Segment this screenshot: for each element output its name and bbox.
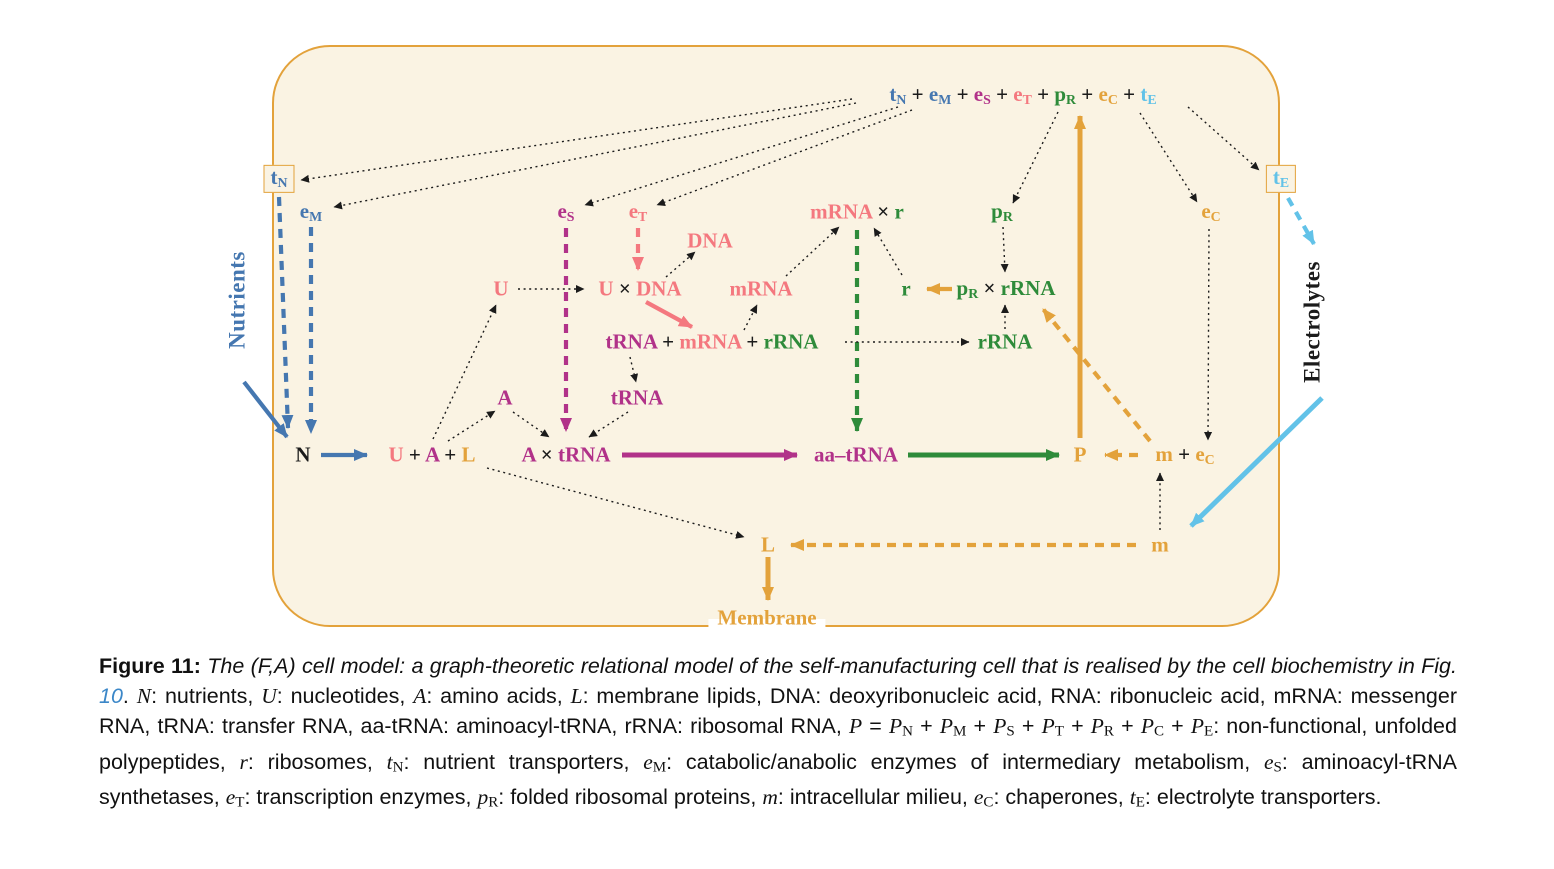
membrane-label: Membrane bbox=[708, 606, 826, 630]
link-pool-to-u bbox=[432, 304, 497, 440]
node-l: L bbox=[760, 532, 776, 557]
node-ec: eC bbox=[1201, 198, 1221, 224]
protein-sum-equation: tN + eM + eS + eT + pR + eC + tE bbox=[889, 81, 1157, 107]
arrow-mec-to-prxrrna bbox=[1041, 307, 1152, 443]
node-m-ec: m + eC bbox=[1155, 441, 1215, 467]
node-mrna: mRNA bbox=[729, 276, 793, 301]
arrow-nutrients-to-n bbox=[242, 380, 289, 439]
node-a: A bbox=[497, 385, 513, 410]
link-trna-to-axtrna bbox=[588, 411, 629, 438]
link-rna-products-to-trna bbox=[629, 356, 639, 383]
node-pr: pR bbox=[991, 198, 1013, 224]
link-pool-to-l bbox=[486, 467, 745, 539]
node-m: m bbox=[1151, 532, 1169, 557]
node-monomer-pool: U + A + L bbox=[388, 442, 476, 467]
arrow-tn-transport-catalysis bbox=[276, 196, 294, 429]
node-r: r bbox=[901, 276, 911, 301]
node-rrna: rRNA bbox=[977, 329, 1033, 354]
link-ec-to-mec bbox=[1204, 228, 1213, 441]
link-rna-products-to-mrna bbox=[743, 304, 758, 331]
node-et: eT bbox=[628, 198, 648, 224]
link-pr-to-prxrrna bbox=[1000, 226, 1009, 273]
link-uxdna-to-dna bbox=[665, 251, 696, 278]
link-sum-to-et bbox=[656, 109, 913, 206]
electrolytes-label: Electrolytes bbox=[1299, 261, 1325, 383]
te-transporter-box: tE bbox=[1265, 164, 1297, 194]
node-rna-products: tRNA + mRNA + rRNA bbox=[605, 329, 819, 354]
node-n: N bbox=[295, 442, 311, 467]
arrow-electrolytes-to-m bbox=[1189, 396, 1324, 528]
nutrients-label: Nutrients bbox=[224, 251, 250, 349]
node-trna: tRNA bbox=[610, 385, 664, 410]
link-sum-to-em bbox=[333, 102, 857, 210]
link-r-to-mrnaxr bbox=[873, 227, 903, 276]
tn-transporter-box: tN bbox=[263, 164, 295, 194]
node-es: eS bbox=[557, 198, 575, 224]
node-pr-rrna-complex: pR × rRNA bbox=[956, 275, 1056, 301]
node-u: U bbox=[493, 276, 509, 301]
link-sum-to-te bbox=[1187, 106, 1260, 171]
node-u-dna-complex: U × DNA bbox=[598, 276, 682, 301]
node-mrna-ribosome-complex: mRNA × r bbox=[810, 199, 904, 224]
fig-10-ref[interactable]: 10 bbox=[99, 684, 123, 708]
link-a-to-axtrna bbox=[512, 411, 550, 438]
cell-boundary bbox=[272, 45, 1280, 627]
link-sum-to-ec bbox=[1139, 112, 1198, 203]
node-em: eM bbox=[299, 198, 323, 224]
arrow-te-transport-catalysis bbox=[1286, 196, 1316, 246]
node-a-trna-complex: A × tRNA bbox=[521, 442, 611, 467]
node-aa-trna: aa–tRNA bbox=[814, 442, 898, 467]
node-p: P bbox=[1073, 442, 1087, 467]
link-pool-to-a bbox=[447, 410, 496, 442]
link-sum-to-pr bbox=[1012, 111, 1059, 204]
link-sum-to-tn bbox=[300, 98, 853, 183]
figure-caption: Figure 11: The (F,A) cell model: a graph… bbox=[99, 654, 1457, 812]
arrow-uxdna-to-rna-products bbox=[644, 300, 694, 329]
link-sum-to-es bbox=[584, 106, 899, 207]
node-dna: DNA bbox=[687, 228, 733, 253]
link-mrna-to-mrnaxr bbox=[785, 226, 840, 277]
